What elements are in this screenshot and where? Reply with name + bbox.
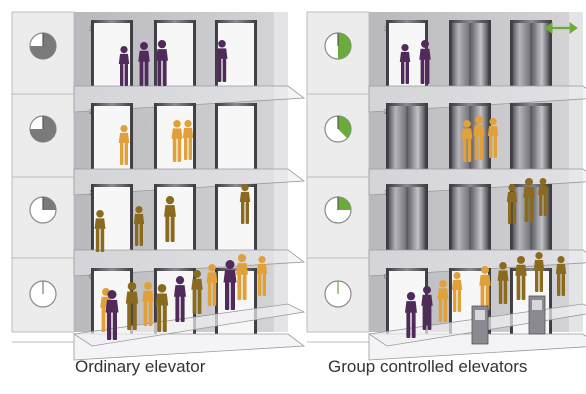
wait-time-clock-icon: [29, 115, 57, 143]
elevator-door-open: [218, 106, 254, 169]
passenger-figure: [487, 118, 499, 158]
passenger-figure: [118, 125, 130, 165]
floor-slab: [73, 333, 306, 361]
caption-ordinary-elevator: Ordinary elevator: [75, 357, 206, 376]
passenger-figure: [216, 40, 228, 82]
passenger-figure: [125, 282, 139, 330]
passenger-figure: [515, 255, 527, 300]
passenger-figure: [94, 210, 106, 252]
wait-time-clock-icon: [324, 196, 352, 224]
passenger-figure: [191, 270, 203, 314]
passenger-figure: [105, 290, 119, 340]
wait-time-clock-icon: [324, 280, 352, 308]
left-right-arrow-icon: [544, 22, 578, 34]
passenger-figure: [506, 184, 518, 224]
passenger-figure: [133, 206, 145, 246]
destination-terminal: [471, 305, 489, 345]
caption-group-controlled-elevators: Group controlled elevators: [328, 357, 528, 376]
passenger-figure: [399, 44, 411, 84]
passenger-figure: [118, 46, 130, 86]
passenger-figure: [174, 276, 186, 322]
passenger-figure: [497, 262, 509, 304]
ground-platform: [72, 303, 306, 347]
passenger-figure: [206, 264, 218, 306]
passenger-figure: [538, 178, 548, 216]
passenger-figure: [533, 252, 545, 292]
passenger-figure: [256, 256, 268, 296]
wait-time-column: [11, 11, 75, 333]
passenger-figure: [156, 40, 168, 86]
passenger-figure: [437, 280, 449, 322]
passenger-figure: [405, 292, 417, 338]
passenger-figure: [138, 42, 150, 86]
passenger-figure: [171, 120, 183, 162]
elevator-door-open: [157, 187, 193, 250]
wait-time-clock-icon: [324, 115, 352, 143]
passenger-figure: [419, 40, 431, 84]
destination-terminal: [528, 295, 546, 335]
passenger-figure: [236, 254, 248, 300]
wait-time-clock-icon: [324, 32, 352, 60]
wait-time-column: [306, 11, 370, 333]
passenger-figure: [461, 120, 473, 162]
passenger-figure: [142, 282, 154, 326]
wait-time-clock-icon: [29, 32, 57, 60]
wait-time-clock-icon: [29, 196, 57, 224]
passenger-figure: [155, 284, 169, 332]
passenger-figure: [164, 196, 176, 242]
passenger-figure: [239, 184, 251, 224]
passenger-figure: [555, 256, 567, 296]
wait-time-clock-icon: [29, 280, 57, 308]
passenger-figure: [182, 120, 194, 160]
passenger-figure: [479, 266, 491, 310]
passenger-figure: [473, 116, 485, 160]
passenger-figure: [223, 260, 237, 310]
passenger-figure: [421, 286, 433, 330]
passenger-figure: [451, 272, 463, 312]
passenger-figure: [523, 178, 535, 222]
